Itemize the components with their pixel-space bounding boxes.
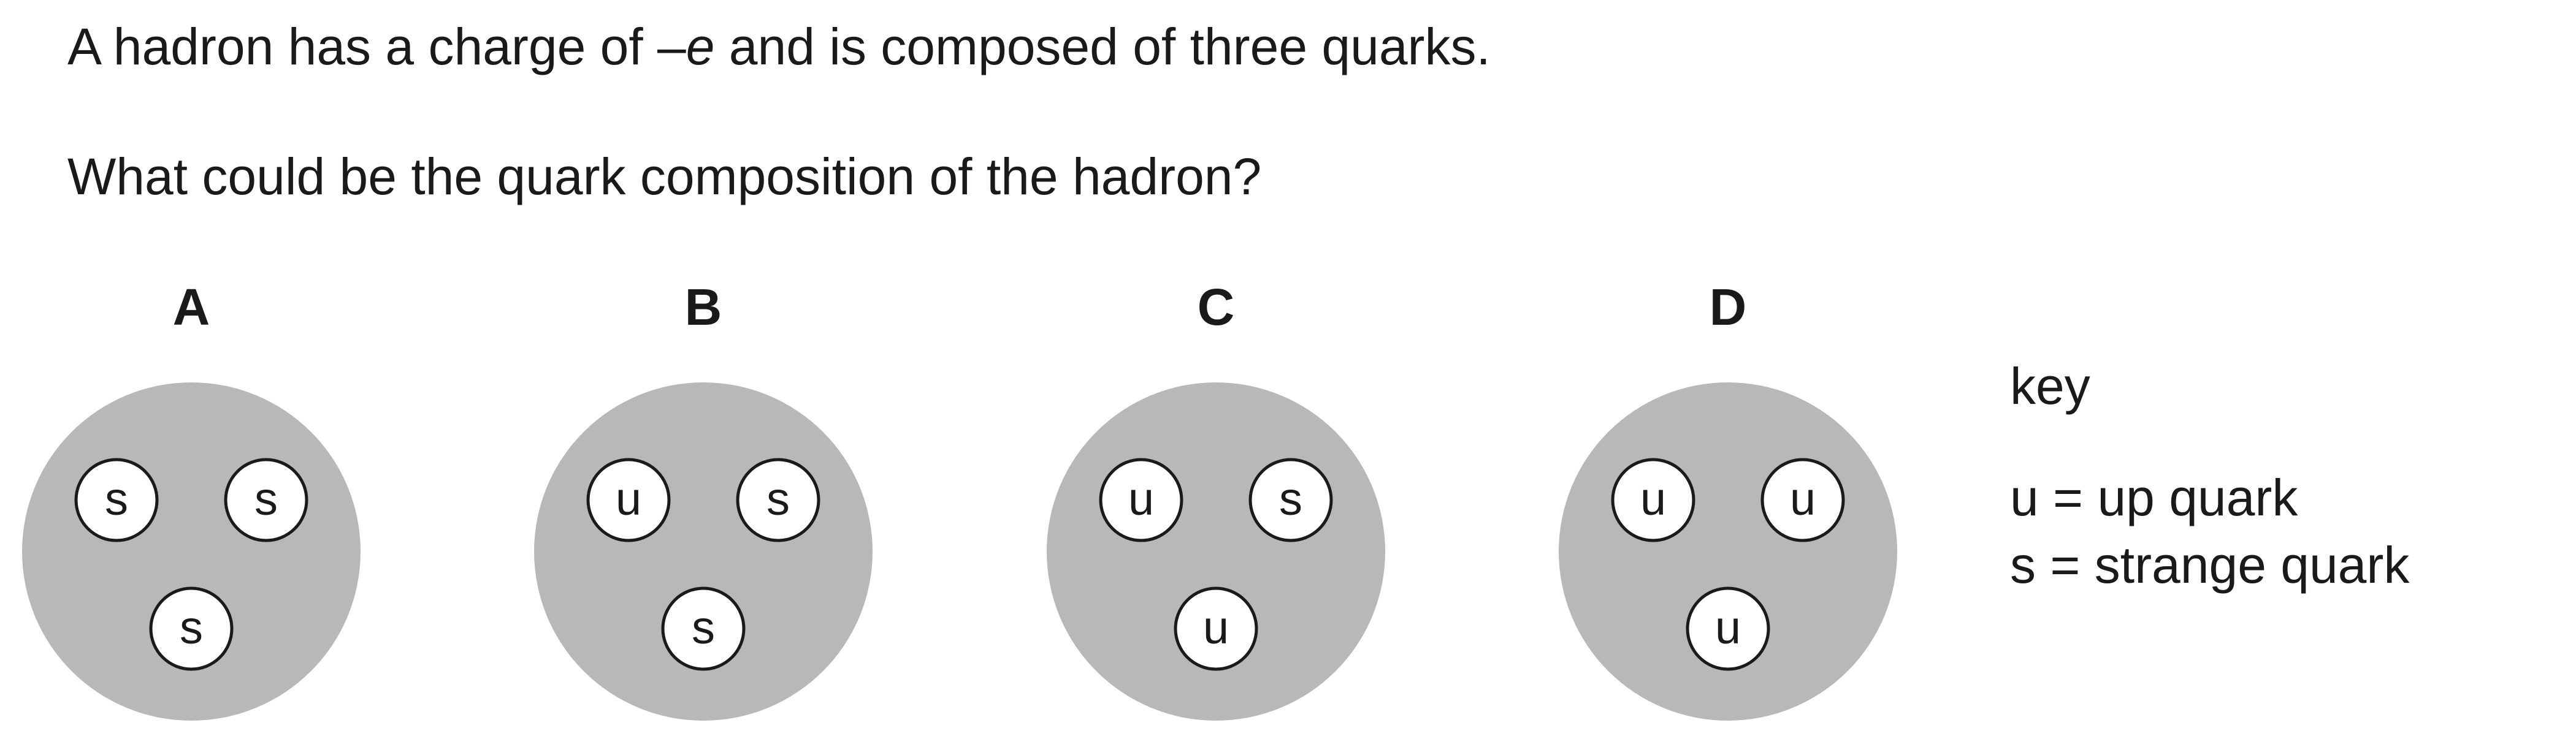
quark-label: s <box>105 473 128 525</box>
question-line-1: A hadron has a charge of –e and is compo… <box>67 21 1491 72</box>
quark-circle <box>1686 586 1770 671</box>
quark-circle <box>586 458 671 542</box>
quark-label: u <box>1128 473 1154 525</box>
quark-circle <box>1611 458 1695 542</box>
option-label: A <box>173 278 210 336</box>
key-up-quark: u = up quark <box>2010 469 2298 526</box>
option-label: B <box>685 278 722 336</box>
quark-label: u <box>1790 473 1816 525</box>
quark-label: u <box>1640 473 1666 525</box>
quark-circle <box>74 458 159 542</box>
quark-circle <box>1174 586 1258 671</box>
quark-circle <box>736 458 820 542</box>
quark-label: s <box>766 473 790 525</box>
quark-label: s <box>1279 473 1302 525</box>
quark-circle <box>1760 458 1845 542</box>
option-label: D <box>1710 278 1747 336</box>
charge-symbol: e <box>686 18 715 75</box>
question-text-before: A hadron has a charge of – <box>67 18 686 75</box>
quark-circle <box>149 586 234 671</box>
quark-label: s <box>254 473 278 525</box>
quark-label: u <box>616 473 641 525</box>
quark-circle <box>1248 458 1333 542</box>
option-c: Cu s u <box>1047 278 1385 721</box>
quark-label: u <box>1203 602 1229 654</box>
question-line-2: What could be the quark composition of t… <box>67 148 1262 205</box>
option-a: As s s <box>22 278 361 721</box>
quark-label: s <box>692 602 715 654</box>
key-strange-quark: s = strange quark <box>2010 536 2410 594</box>
quark-circle <box>661 586 746 671</box>
question-text-after: and is composed of three quarks. <box>714 18 1491 75</box>
option-b: Bu s s <box>534 278 873 721</box>
quark-label: u <box>1715 602 1741 654</box>
option-d: Du u u <box>1559 278 1897 721</box>
key-title: key <box>2010 357 2090 415</box>
quark-circle <box>224 458 308 542</box>
quark-circle <box>1099 458 1183 542</box>
quark-label: s <box>180 602 203 654</box>
option-label: C <box>1198 278 1235 336</box>
